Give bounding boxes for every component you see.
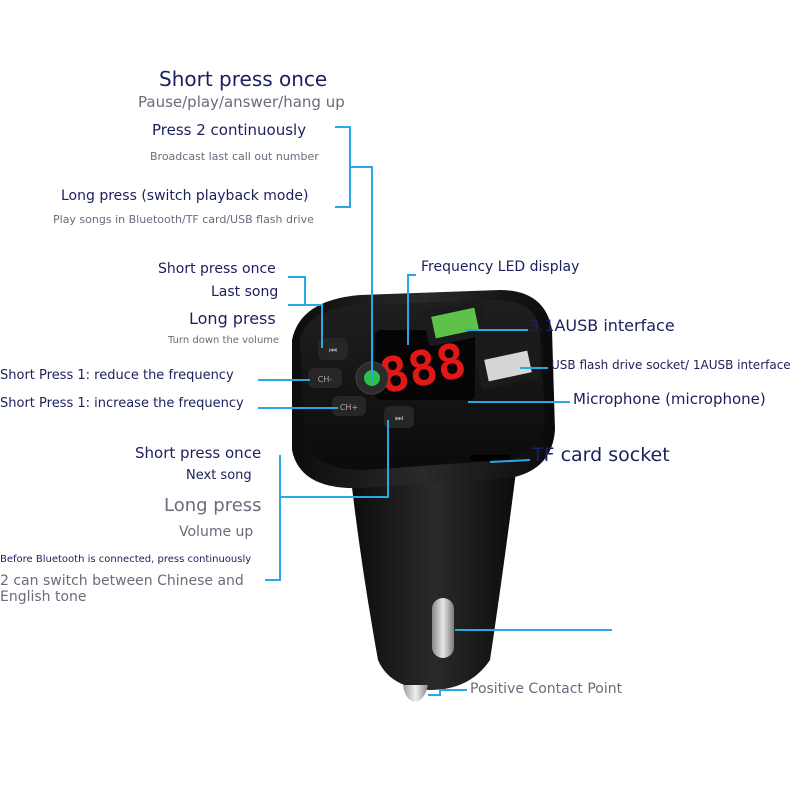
- prev-icon: ⏮: [329, 346, 337, 356]
- label-before-bt: Before Bluetooth is connected, press con…: [0, 554, 252, 565]
- label-freq-led: Frequency LED display: [421, 259, 580, 275]
- ch-plus-label: CH+: [340, 403, 358, 412]
- positive-contact-tip: [403, 685, 428, 702]
- prev-button[interactable]: [318, 338, 348, 360]
- label-tf-socket: TF card socket: [532, 444, 670, 466]
- label-short-press-once-top: Short press once: [159, 67, 328, 91]
- label-switch-tone-1: 2 can switch between Chinese and: [0, 573, 244, 589]
- ch-minus-button[interactable]: [308, 368, 342, 388]
- ch-minus-label: CH-: [318, 375, 333, 384]
- label-microphone: Microphone (microphone): [573, 390, 766, 408]
- label-usb-31: 3.1AUSB interface: [529, 316, 675, 335]
- next-icon: ⏭: [395, 414, 403, 424]
- label-last-song: Last song: [211, 284, 279, 300]
- led-panel: [375, 330, 475, 400]
- next-button[interactable]: [384, 406, 414, 428]
- usb-port-1a: [475, 342, 541, 390]
- label-play-songs: Play songs in Bluetooth/TF card/USB flas…: [53, 213, 314, 226]
- label-turn-down: Turn down the volume: [168, 335, 280, 346]
- device-head: 888 ⏮ CH- CH+ ⏭: [292, 290, 555, 489]
- label-press-2: Press 2 continuously: [152, 121, 307, 139]
- label-volume-up: Volume up: [179, 524, 254, 540]
- label-switch-tone-2: English tone: [0, 589, 87, 605]
- label-reduce-freq: Short Press 1: reduce the frequency: [0, 368, 234, 383]
- label-positive-contact: Positive Contact Point: [470, 681, 623, 697]
- label-short-press-once-left: Short press once: [158, 261, 276, 277]
- label-next-song: Next song: [186, 468, 252, 483]
- label-usb-flash: USB flash drive socket/ 1AUSB interface: [551, 358, 791, 372]
- label-long-press-bottom: Long press: [164, 495, 262, 516]
- label-broadcast: Broadcast last call out number: [150, 150, 319, 163]
- label-short-press-once-bottom: Short press once: [135, 444, 262, 462]
- tf-slot: [470, 455, 510, 461]
- label-pause-play: Pause/play/answer/hang up: [138, 93, 345, 111]
- leader-lines: [258, 126, 612, 696]
- label-long-press-switch: Long press (switch playback mode): [61, 188, 309, 204]
- ch-plus-button[interactable]: [332, 396, 366, 416]
- side-contact: [432, 598, 454, 658]
- label-increase-freq: Short Press 1: increase the frequency: [0, 396, 244, 411]
- device-barrel: [350, 440, 520, 702]
- label-long-press-left: Long press: [189, 309, 276, 328]
